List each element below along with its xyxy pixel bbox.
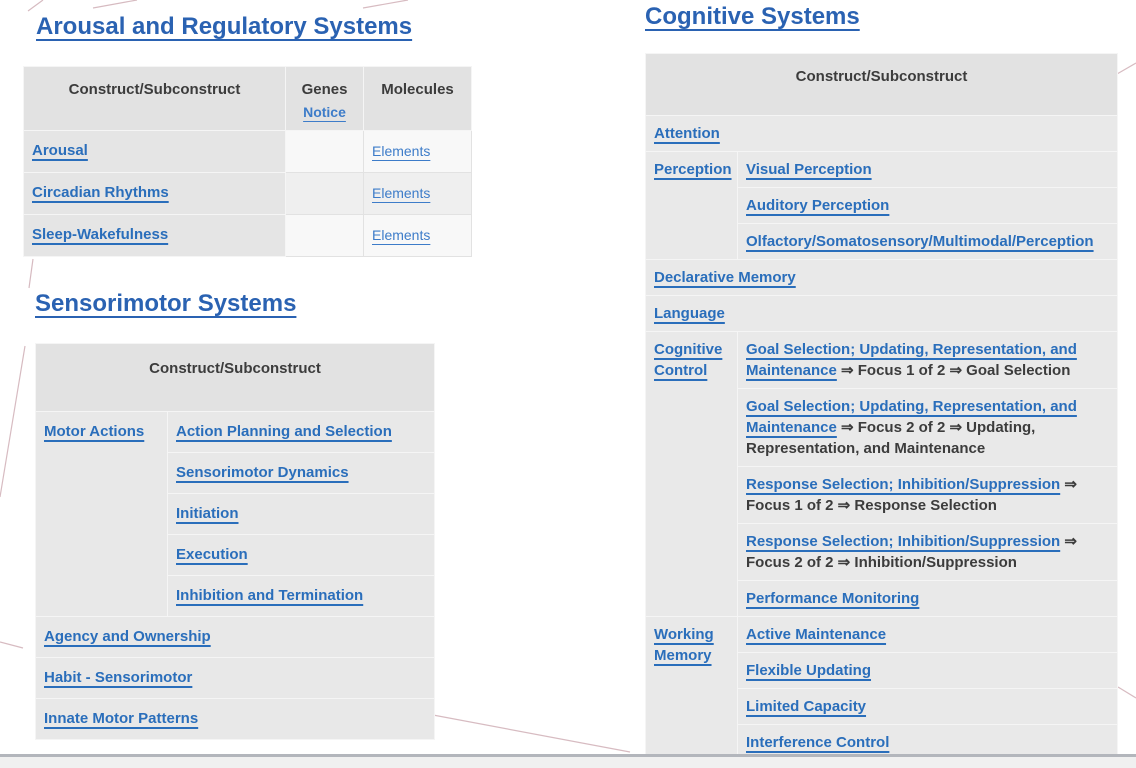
table-header-row: Construct/Subconstruct Genes Notice Mole… — [23, 66, 472, 131]
construct-link-motor-actions[interactable]: Motor Actions — [44, 423, 145, 440]
col-header-construct: Construct/Subconstruct — [35, 343, 435, 412]
table-row: Auditory Perception — [646, 187, 1118, 224]
subconstruct-link-goal-selection-2[interactable]: Goal Selection; Updating, Representation… — [746, 398, 1077, 436]
construct-link-attention[interactable]: Attention — [654, 125, 720, 142]
table-row: Execution — [36, 534, 435, 576]
focus-annotation: ⇒ Focus 1 of 2 ⇒ Goal Selection — [836, 362, 1071, 379]
genes-notice-link[interactable]: Notice — [303, 104, 346, 120]
arousal-table: Construct/Subconstruct Genes Notice Mole… — [23, 66, 472, 257]
construct-link-arousal[interactable]: Arousal — [32, 142, 88, 159]
subconstruct-link-action-planning[interactable]: Action Planning and Selection — [176, 423, 392, 440]
table-row: Working Memory Active Maintenance — [645, 616, 1118, 761]
section-heading: Cognitive Systems — [645, 2, 1117, 32]
construct-link-cognitive-control[interactable]: Cognitive Control — [654, 341, 723, 379]
page-footer-bar — [0, 754, 1136, 768]
subconstruct-link-execution[interactable]: Execution — [176, 546, 248, 563]
table-row: Sensorimotor Dynamics — [36, 452, 435, 494]
elements-link[interactable]: Elements — [372, 227, 431, 243]
subconstruct-link-response-selection-2[interactable]: Response Selection; Inhibition/Suppressi… — [746, 533, 1061, 550]
focus-annotation: ⇒ Focus 2 of 2 ⇒ Inhibition/Suppression — [746, 533, 1077, 571]
genes-label: Genes — [301, 81, 348, 98]
subconstruct-link-active-maintenance[interactable]: Active Maintenance — [746, 626, 887, 643]
col-header-molecules: Molecules — [363, 66, 472, 131]
table-row: Language — [645, 295, 1118, 332]
subconstruct-link-limited-capacity[interactable]: Limited Capacity — [746, 698, 867, 715]
col-header-construct: Construct/Subconstruct — [645, 53, 1118, 116]
construct-link-perception[interactable]: Perception — [654, 161, 732, 178]
section-heading: Sensorimotor Systems — [35, 287, 434, 320]
table-row: Flexible Updating — [646, 652, 1118, 689]
section-cognitive: Cognitive Systems Construct/Subconstruct… — [645, 2, 1118, 761]
table-header-row: Construct/Subconstruct — [645, 53, 1118, 116]
col-header-genes: Genes Notice — [285, 66, 364, 131]
table-row: Habit - Sensorimotor — [35, 657, 435, 699]
table-row: Inhibition and Termination — [36, 575, 435, 617]
subconstruct-link-inhibition-termination[interactable]: Inhibition and Termination — [176, 587, 364, 604]
subconstruct-link-auditory-perception[interactable]: Auditory Perception — [746, 197, 890, 214]
section-arousal-regulatory: Arousal and Regulatory Systems Construct… — [23, 10, 472, 257]
genes-cell — [285, 130, 364, 173]
subconstruct-link-response-selection-1[interactable]: Response Selection; Inhibition/Suppressi… — [746, 476, 1061, 493]
subconstruct-link-flexible-updating[interactable]: Flexible Updating — [746, 662, 872, 679]
molecules-cell: Elements — [363, 214, 472, 257]
table-row: Limited Capacity — [646, 688, 1118, 725]
subconstruct-link-interference-control[interactable]: Interference Control — [746, 734, 890, 751]
sensorimotor-systems-heading-link[interactable]: Sensorimotor Systems — [35, 290, 297, 317]
subconstruct-link-goal-selection-1[interactable]: Goal Selection; Updating, Representation… — [746, 341, 1077, 379]
table-header-row: Construct/Subconstruct — [35, 343, 435, 412]
construct-link-habit-sensorimotor[interactable]: Habit - Sensorimotor — [44, 669, 193, 686]
construct-link-working-memory[interactable]: Working Memory — [654, 626, 714, 664]
subconstruct-link-initiation[interactable]: Initiation — [176, 505, 239, 522]
table-row: Agency and Ownership — [35, 616, 435, 658]
elements-link[interactable]: Elements — [372, 143, 431, 159]
construct-link-language[interactable]: Language — [654, 305, 725, 322]
elements-link[interactable]: Elements — [372, 185, 431, 201]
arousal-systems-heading-link[interactable]: Arousal and Regulatory Systems — [36, 13, 413, 40]
table-row: Perception Visual Perception — [645, 151, 1118, 260]
table-row: Performance Monitoring — [646, 580, 1118, 617]
subconstruct-link-visual-perception[interactable]: Visual Perception — [746, 161, 872, 178]
table-row: Declarative Memory — [645, 259, 1118, 296]
construct-link-sleep-wakefulness[interactable]: Sleep-Wakefulness — [32, 226, 169, 243]
table-row: Olfactory/Somatosensory/Multimodal/Perce… — [646, 223, 1118, 260]
molecules-cell: Elements — [363, 172, 472, 215]
construct-link-declarative-memory[interactable]: Declarative Memory — [654, 269, 796, 286]
construct-link-innate-motor-patterns[interactable]: Innate Motor Patterns — [44, 710, 199, 727]
genes-cell — [285, 172, 364, 215]
col-header-construct: Construct/Subconstruct — [23, 66, 286, 131]
construct-link-agency-ownership[interactable]: Agency and Ownership — [44, 628, 211, 645]
construct-link-circadian-rhythms[interactable]: Circadian Rhythms — [32, 184, 169, 201]
focus-annotation: ⇒ Focus 2 of 2 ⇒ Updating, Representatio… — [746, 419, 1036, 457]
cognitive-systems-heading-link[interactable]: Cognitive Systems — [645, 3, 860, 30]
table-row: Attention — [645, 115, 1118, 152]
genes-cell — [285, 214, 364, 257]
table-row: Arousal Elements — [23, 130, 472, 173]
sensorimotor-table: Construct/Subconstruct Motor Actions Act… — [35, 343, 435, 740]
subconstruct-link-performance-monitoring[interactable]: Performance Monitoring — [746, 590, 920, 607]
table-row: Sleep-Wakefulness Elements — [23, 214, 472, 257]
table-row: Circadian Rhythms Elements — [23, 172, 472, 215]
table-row: Innate Motor Patterns — [35, 698, 435, 740]
focus-annotation: ⇒ Focus 1 of 2 ⇒ Response Selection — [746, 476, 1077, 514]
subconstruct-link-olfactory-somatosensory[interactable]: Olfactory/Somatosensory/Multimodal/Perce… — [746, 233, 1094, 250]
subconstruct-link-sensorimotor-dynamics[interactable]: Sensorimotor Dynamics — [176, 464, 349, 481]
table-row: Motor Actions Action Planning and Select… — [35, 411, 435, 617]
table-row: Response Selection; Inhibition/Suppressi… — [646, 523, 1118, 581]
molecules-cell: Elements — [363, 130, 472, 173]
section-sensorimotor: Sensorimotor Systems Construct/Subconstr… — [35, 287, 435, 740]
table-row: Cognitive Control Goal Selection; Updati… — [645, 331, 1118, 617]
cognitive-table: Construct/Subconstruct Attention Percept… — [645, 53, 1118, 761]
section-heading: Arousal and Regulatory Systems — [36, 10, 471, 43]
